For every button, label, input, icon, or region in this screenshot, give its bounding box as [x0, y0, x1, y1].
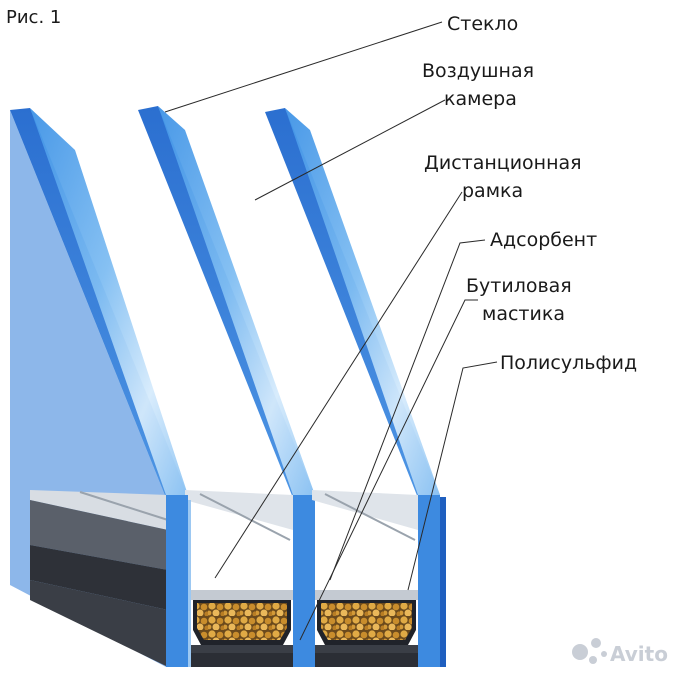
adsorbent-fill-right	[321, 603, 412, 640]
labels: Рис. 1 Стекло Воздушная камера Дистанцио…	[6, 7, 637, 374]
avito-watermark: Avito	[572, 638, 668, 666]
leader-glass	[164, 21, 443, 113]
leader-adsorbent	[329, 239, 486, 581]
frame-side-section	[30, 490, 418, 667]
avito-logo-icon	[572, 638, 607, 664]
label-spacer-line1: Дистанционная	[424, 152, 582, 174]
leader-spacer	[214, 191, 463, 579]
adsorbent-fill-left	[197, 603, 287, 640]
leader-lines	[164, 21, 498, 641]
label-air-chamber-line2: камера	[444, 88, 517, 110]
leader-polysulfide	[407, 361, 498, 591]
leader-butyl	[299, 299, 478, 641]
label-polysulfide: Полисульфид	[500, 352, 637, 374]
spacer-frame-right	[315, 590, 418, 667]
glass-pane-3	[265, 108, 446, 667]
label-butyl-line1: Бутиловая	[466, 275, 572, 297]
label-glass: Стекло	[447, 13, 518, 35]
label-butyl-line2: мастика	[482, 303, 565, 325]
label-adsorbent: Адсорбент	[490, 229, 597, 251]
polysulfide-seal-left	[191, 653, 293, 667]
leader-air-chamber	[254, 99, 446, 201]
figure-label: Рис. 1	[6, 7, 61, 28]
watermark-text: Avito	[610, 642, 668, 666]
label-air-chamber-line1: Воздушная	[422, 60, 534, 82]
pane-front-edges	[166, 495, 191, 667]
label-spacer-line2: рамка	[462, 180, 523, 202]
polysulfide-seal-right	[315, 653, 418, 667]
glass-pane-2	[138, 106, 315, 667]
spacer-frame-left	[191, 590, 293, 667]
